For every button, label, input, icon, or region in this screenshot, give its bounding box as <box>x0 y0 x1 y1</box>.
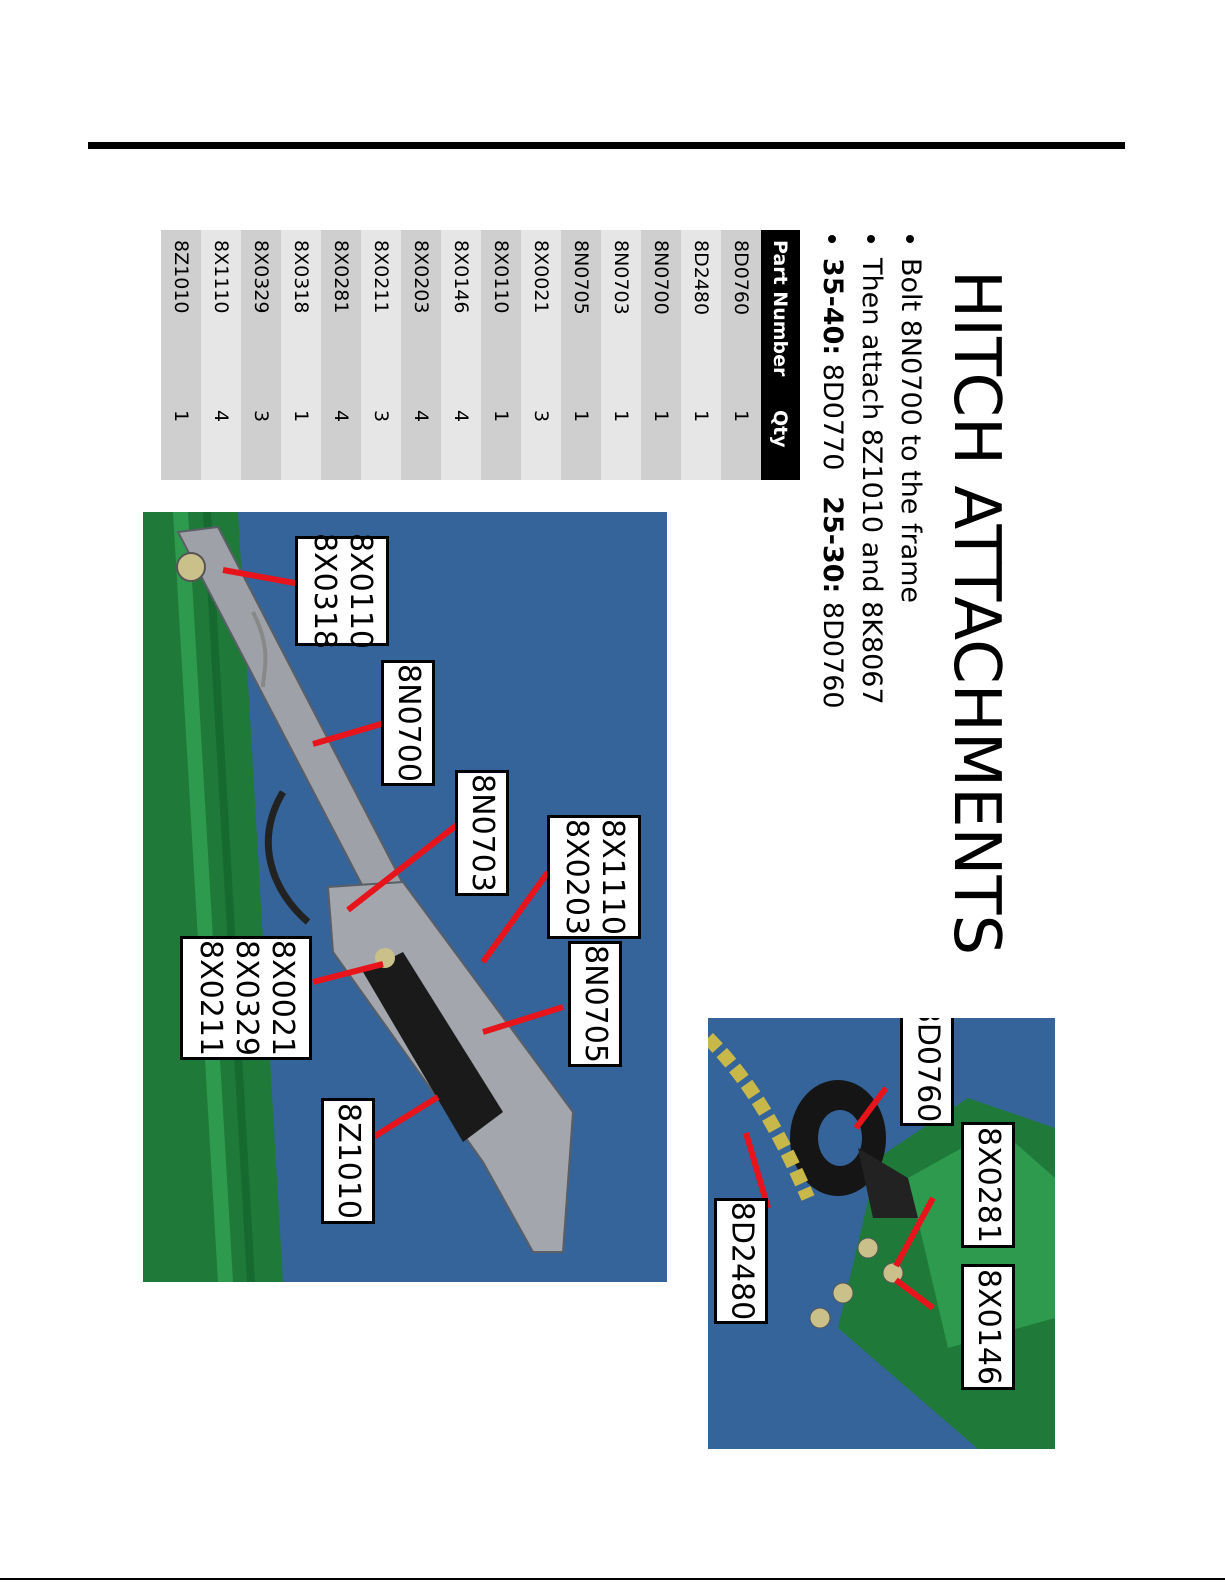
qty-cell: 1 <box>601 400 641 480</box>
instruction-item: 35-40: 8D0770 25-30: 8D0760 <box>813 258 852 990</box>
instruction-item: Bolt 8N0700 to the frame <box>891 258 930 990</box>
qty-cell: 1 <box>481 400 521 480</box>
callout-8d2480: 8D2480 <box>714 1198 768 1324</box>
callout-8n0700: 8N0700 <box>381 660 435 786</box>
callout-8x0146: 8X0146 <box>961 1264 1015 1390</box>
part-number-cell: 8D0760 <box>721 230 761 400</box>
qty-cell: 4 <box>401 400 441 480</box>
callout-label: 8N0700 <box>391 664 427 782</box>
instruction-list: Bolt 8N0700 to the frame Then attach 8Z1… <box>813 230 930 990</box>
part-number-cell: 8X0203 <box>401 230 441 400</box>
callout-label: 8X0110 8X0318 <box>307 533 378 649</box>
hitch-photo-detail: 8D0760 8X0281 8X0146 8D2480 <box>708 1018 1055 1449</box>
callout-label: 8Z1010 <box>331 1103 366 1219</box>
part-number-cell: 8N0700 <box>641 230 681 400</box>
page-title: HITCH ATTACHMENTS <box>939 270 1013 956</box>
callout-8x1110: 8X1110 8X0203 <box>547 815 641 939</box>
instruction-item: Then attach 8Z1010 and 8K8067 <box>852 258 891 990</box>
qty-cell: 1 <box>561 400 601 480</box>
footer-rule <box>0 1578 1225 1580</box>
part-number-cell: 8N0703 <box>601 230 641 400</box>
instruction-text: Then attach 8Z1010 and 8K8067 <box>856 258 887 705</box>
callout-label: 8D2480 <box>724 1201 760 1321</box>
part-number-cell: 8X0146 <box>441 230 481 400</box>
qty-cell: 1 <box>281 400 321 480</box>
callout-8z1010: 8Z1010 <box>321 1098 375 1224</box>
qty-header: Qty <box>761 400 800 480</box>
instruction-text: Bolt 8N0700 to the frame <box>895 258 926 604</box>
callout-label: 8N0705 <box>578 945 614 1063</box>
qty-cell: 4 <box>201 400 241 480</box>
hitch-photo-main: 8X0110 8X0318 8N0700 8N0703 8X1110 8X020… <box>143 512 667 1282</box>
model-part: 8D0770 <box>817 355 848 497</box>
part-number-cell: 8D2480 <box>681 230 721 400</box>
qty-cell: 4 <box>441 400 481 480</box>
part-number-cell: 8X0281 <box>321 230 361 400</box>
part-number-header: Part Number <box>761 230 800 400</box>
qty-cell: 1 <box>641 400 681 480</box>
callout-8x0021: 8X0021 8X0329 8X0211 <box>180 936 312 1060</box>
callout-label: 8X0146 <box>971 1269 1006 1385</box>
qty-cell: 3 <box>521 400 561 480</box>
callout-label: 8N0703 <box>465 774 501 892</box>
callout-8n0705: 8N0705 <box>568 941 622 1067</box>
part-number-cell: 8X0021 <box>521 230 561 400</box>
part-number-cell: 8X1110 <box>201 230 241 400</box>
callout-8x0110: 8X0110 8X0318 <box>295 533 389 649</box>
callout-8n0703: 8N0703 <box>455 770 509 896</box>
part-number-cell: 8X0318 <box>281 230 321 400</box>
qty-cell: 4 <box>321 400 361 480</box>
part-number-cell: 8X0211 <box>361 230 401 400</box>
callout-8d0760: 8D0760 <box>900 1018 954 1126</box>
callout-label: 8X0021 8X0329 8X0211 <box>193 940 300 1056</box>
model-part: 8D0760 <box>817 593 848 709</box>
model-range-label: 35-40: <box>817 258 848 356</box>
qty-cell: 1 <box>721 400 761 480</box>
qty-cell: 3 <box>361 400 401 480</box>
callout-label: 8X1110 8X0203 <box>559 819 630 935</box>
part-number-cell: 8N0705 <box>561 230 601 400</box>
part-number-cell: 8X0329 <box>241 230 281 400</box>
instructions-block: HITCH ATTACHMENTS Bolt 8N0700 to the fra… <box>813 230 1013 990</box>
header-rule <box>88 142 1125 149</box>
part-number-cell: 8X0110 <box>481 230 521 400</box>
part-number-cell: 8Z1010 <box>161 230 201 400</box>
table-header-row: Part Number Qty <box>761 230 800 480</box>
qty-cell: 1 <box>161 400 201 480</box>
callout-label: 8D0760 <box>910 1018 946 1123</box>
qty-cell: 3 <box>241 400 281 480</box>
callout-label: 8X0281 <box>971 1127 1006 1243</box>
callout-8x0281: 8X0281 <box>961 1122 1015 1248</box>
qty-cell: 1 <box>681 400 721 480</box>
model-range-label: 25-30: <box>817 496 848 594</box>
